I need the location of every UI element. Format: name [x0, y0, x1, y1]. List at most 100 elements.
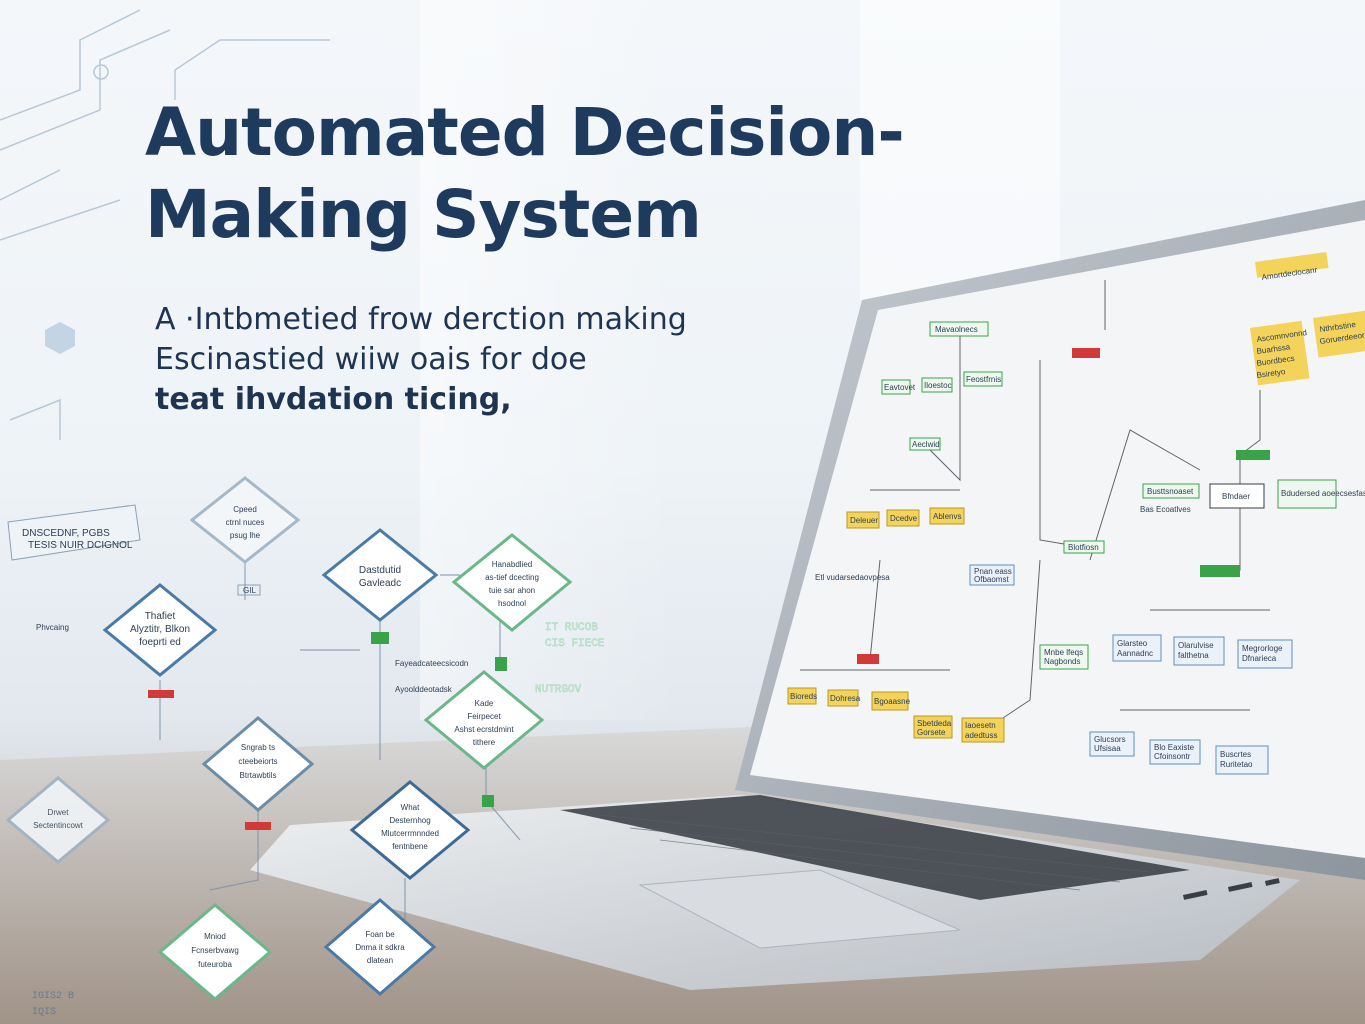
small-box — [237, 584, 261, 596]
svg-text:tithere: tithere — [473, 738, 496, 747]
svg-text:Aannadnc: Aannadnc — [1117, 649, 1153, 658]
title-line-2: Making System — [145, 176, 702, 253]
svg-text:Mavaolnecs: Mavaolnecs — [935, 325, 978, 334]
svg-text:Dcedve: Dcedve — [890, 514, 918, 523]
title-line-1: Automated Decision- — [145, 94, 905, 171]
svg-text:What: What — [401, 803, 420, 812]
diamond-top: Cpeed ctrnl nuces psug lhe — [189, 476, 301, 564]
svg-text:Bsiretyo: Bsiretyo — [1256, 367, 1286, 380]
screen-green-2 — [921, 377, 953, 393]
svg-text:Ofbaomst: Ofbaomst — [974, 575, 1009, 584]
svg-text:IT RUCOB: IT RUCOB — [545, 622, 598, 634]
green-node — [371, 632, 389, 644]
svg-text:Kade: Kade — [475, 699, 494, 708]
svg-text:Olarulvise: Olarulvise — [1178, 641, 1214, 650]
svg-text:Gorsete: Gorsete — [917, 728, 946, 737]
screen-yellow-2 — [886, 509, 920, 527]
diamond-e: Sngrab ts cteebeiorts Btrtawbtils — [201, 716, 315, 812]
svg-text:Sbetdeda: Sbetdeda — [917, 719, 952, 728]
svg-text:Feirpecet: Feirpecet — [467, 712, 501, 721]
svg-text:Hanabdlied: Hanabdlied — [492, 560, 532, 569]
diamond-f: What Desternhog Mlutcerrmnnded fentnbene — [349, 780, 471, 880]
svg-text:psug lhe: psug lhe — [230, 531, 261, 540]
svg-text:Blo Eaxiste: Blo Eaxiste — [1154, 743, 1195, 752]
svg-text:foeprti ed: foeprti ed — [139, 637, 181, 648]
svg-text:adedtuss: adedtuss — [965, 731, 997, 740]
svg-text:Btrtawbtils: Btrtawbtils — [240, 771, 277, 780]
red-node — [148, 690, 174, 698]
screen-branch-green — [1039, 644, 1089, 670]
svg-text:CIS FIECE: CIS FIECE — [545, 638, 605, 650]
svg-text:Eavtovet: Eavtovet — [884, 383, 916, 392]
svg-text:Dohresa: Dohresa — [830, 694, 861, 703]
screen-blue-row-1: Glarsteo Aannadnc Olarulvise falthetna M… — [1112, 634, 1293, 669]
svg-text:dlatean: dlatean — [367, 956, 393, 965]
svg-text:fentnbene: fentnbene — [392, 842, 428, 851]
screen-yellow-3 — [929, 507, 965, 525]
diamond-c: Thafiet Alyztitr, Blkon foeprti ed — [102, 583, 218, 677]
svg-text:Deleuer: Deleuer — [850, 516, 878, 525]
diamond-i: Foan be Dnma it sdkra dlatean — [323, 898, 437, 996]
diamond-b: Hanabdlied as-tief dcecting tuie sar aho… — [451, 533, 573, 632]
screen-right-green-2 — [1277, 479, 1337, 509]
svg-text:Dnma it sdkra: Dnma it sdkra — [355, 943, 405, 952]
svg-text:Glucsors: Glucsors — [1094, 735, 1126, 744]
svg-text:Ashst ecrstdmint: Ashst ecrstdmint — [454, 725, 514, 734]
svg-text:Desternhog: Desternhog — [389, 816, 430, 825]
svg-text:falthetna: falthetna — [1178, 651, 1209, 660]
screen-green-bar-1 — [1236, 450, 1270, 460]
screen-mid-note: Etl vudarsedaovpesa — [815, 573, 890, 582]
corner-text-2: IQIS — [32, 1007, 56, 1018]
green-node-2 — [495, 657, 507, 671]
screen-note-1: Ascomnvonnd Buarhssa Buordbecs Bsiretyo — [1250, 320, 1310, 386]
svg-text:Cfoinsontr: Cfoinsontr — [1154, 752, 1191, 761]
svg-text:Mlutcerrmnnded: Mlutcerrmnnded — [381, 829, 439, 838]
svg-text:Nagbonds: Nagbonds — [1044, 657, 1080, 666]
green-node-3 — [482, 795, 494, 807]
screen-right-green-1 — [1142, 483, 1200, 499]
svg-text:tuie sar ahon: tuie sar ahon — [489, 586, 535, 595]
screen-green-bar-2 — [1200, 565, 1240, 577]
svg-text:Ruritetao: Ruritetao — [1220, 760, 1253, 769]
small-box-label: GIL — [243, 586, 256, 595]
svg-text:Bfndaer: Bfndaer — [1222, 492, 1250, 501]
annotation-2: Ayoolddeotadsk — [395, 685, 453, 694]
hexagon-icon — [45, 322, 75, 354]
diamond-d: Kade Feirpecet Ashst ecrstdmint tithere — [423, 670, 545, 770]
svg-text:Megrorloge: Megrorloge — [1242, 644, 1283, 653]
screen-yellow-1 — [846, 511, 880, 529]
svg-text:as-tief dcecting: as-tief dcecting — [485, 573, 539, 582]
diamond-h: Mniod Fcnserbvawg futeuroba — [157, 903, 273, 1001]
svg-text:Dfnarieca: Dfnarieca — [1242, 654, 1277, 663]
annotation-1: Fayeadcateecsicodn — [395, 659, 468, 668]
diamond-a: Dastdutid Gavleadc — [321, 528, 439, 622]
svg-text:Buscrtes: Buscrtes — [1220, 750, 1251, 759]
svg-text:Ablenvs: Ablenvs — [933, 512, 961, 521]
svg-text:Sngrab ts: Sngrab ts — [241, 743, 275, 752]
screen-red-node — [1072, 348, 1100, 358]
screen-blue-a — [969, 564, 1015, 586]
screen-red-heart — [857, 654, 879, 664]
subtitle-line-1: A ·Intbmetied frow derction making — [155, 302, 687, 337]
svg-text:NUTRGOV: NUTRGOV — [535, 684, 582, 696]
svg-text:futeuroba: futeuroba — [198, 960, 232, 969]
svg-text:cteebeiorts: cteebeiorts — [238, 757, 277, 766]
svg-text:Fcnserbvawg: Fcnserbvawg — [191, 946, 239, 955]
svg-text:Alyztitr, Blkon: Alyztitr, Blkon — [130, 624, 190, 635]
system-panel: DNSCEDNF, PGBS TESIS NUIR DCIGNOL — [7, 504, 141, 561]
svg-text:ctrnl nuces: ctrnl nuces — [226, 518, 265, 527]
svg-text:Ufsisaa: Ufsisaa — [1094, 744, 1121, 753]
red-node-2 — [245, 822, 271, 830]
circuit-lines — [0, 9, 330, 440]
svg-text:Feostfrnis: Feostfrnis — [966, 375, 1001, 384]
svg-text:Glarsteo: Glarsteo — [1117, 639, 1148, 648]
svg-text:hsodnol: hsodnol — [498, 599, 526, 608]
corner-text-1: IGIS2 B — [32, 991, 74, 1002]
subtitle-line-3: teat ihvdation ticing, — [155, 382, 512, 417]
svg-text:Cpeed: Cpeed — [233, 505, 257, 514]
svg-text:Dastdutid: Dastdutid — [359, 565, 401, 576]
glow-text: IT RUCOB CIS FIECE NUTRGOV — [535, 622, 605, 697]
keyboard — [560, 795, 1190, 900]
